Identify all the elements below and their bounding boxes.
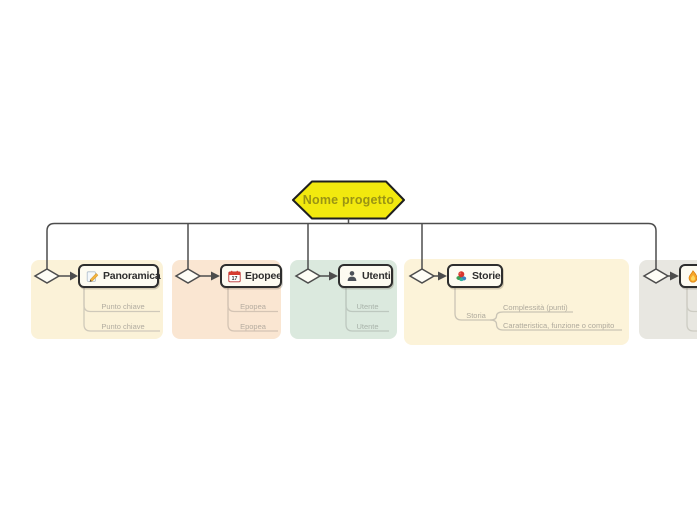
arrowhead-icon xyxy=(211,271,220,281)
arrowhead-icon xyxy=(438,271,447,281)
child-line xyxy=(686,288,697,332)
child-wires-storie xyxy=(454,288,622,331)
child-node-epopea-2[interactable]: Epopea xyxy=(240,321,266,331)
collapse-toggle-partial[interactable] xyxy=(642,268,670,284)
child-wires-partial xyxy=(686,288,697,332)
child-wires-panoramica xyxy=(83,288,160,332)
collapse-toggle-storie[interactable] xyxy=(408,268,436,284)
node-label: Storie xyxy=(472,270,501,282)
child-node-utente-2[interactable]: Utente xyxy=(356,321,379,331)
child-wires-utenti xyxy=(345,288,389,332)
calendar-icon: 17 xyxy=(228,270,241,283)
node-label: Panoramica xyxy=(103,270,161,282)
child-node-caratteristica[interactable]: Caratteristica, funzione o compito xyxy=(503,320,615,330)
root-node-label[interactable]: Nome progetto xyxy=(302,193,395,207)
child-line xyxy=(345,288,389,332)
branch-rail-line xyxy=(46,222,657,269)
collapse-toggle-epopee[interactable] xyxy=(174,268,202,284)
flower-icon xyxy=(455,270,468,283)
collapse-toggle-panoramica[interactable] xyxy=(33,268,61,284)
node-label: Epopee xyxy=(245,270,282,282)
node-epopee[interactable]: 17 Epopee xyxy=(220,264,282,288)
child-node-storia[interactable]: Storia xyxy=(466,310,486,320)
arrowhead-icon xyxy=(70,271,78,281)
flame-icon xyxy=(687,269,697,283)
child-line xyxy=(83,288,160,332)
root-node-shape[interactable] xyxy=(292,180,405,220)
person-icon xyxy=(346,270,358,282)
child-node-complessita[interactable]: Complessità (punti) xyxy=(503,302,568,312)
child-line xyxy=(489,319,622,331)
node-partial[interactable] xyxy=(679,264,697,288)
node-storie[interactable]: Storie xyxy=(447,264,503,288)
child-node-utente-1[interactable]: Utente xyxy=(356,302,379,311)
child-line xyxy=(686,288,697,313)
child-node-punto-chiave-2[interactable]: Punto chiave xyxy=(101,321,145,331)
calendar-day-number: 17 xyxy=(232,276,238,282)
child-line xyxy=(454,288,490,321)
child-wires-epopee xyxy=(227,288,278,332)
tree-connectors xyxy=(46,218,670,277)
memo-pencil-icon xyxy=(86,270,99,283)
child-node-punto-chiave-1[interactable]: Punto chiave xyxy=(101,302,145,311)
child-line xyxy=(489,311,573,321)
node-label: Utenti xyxy=(362,270,391,282)
node-utenti[interactable]: Utenti xyxy=(338,264,393,288)
collapse-toggle-utenti[interactable] xyxy=(294,268,322,284)
arrowhead-icon xyxy=(329,271,338,281)
arrowheads xyxy=(70,271,679,281)
child-node-epopea-1[interactable]: Epopea xyxy=(240,302,266,311)
node-panoramica[interactable]: Panoramica xyxy=(78,264,161,288)
arrowhead-icon xyxy=(670,271,679,281)
child-line xyxy=(227,288,278,332)
